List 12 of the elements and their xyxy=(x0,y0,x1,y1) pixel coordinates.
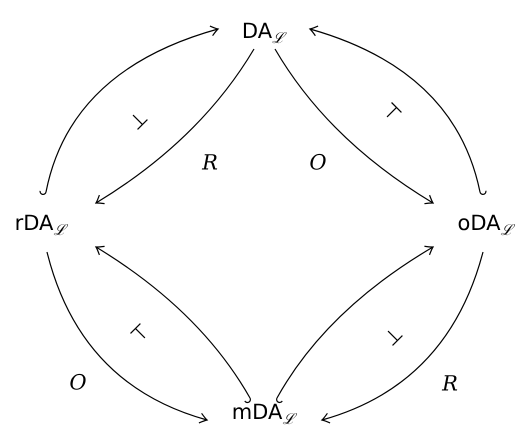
edge-label: O xyxy=(309,152,327,174)
edge-label: O xyxy=(69,372,87,394)
edge-label: R xyxy=(442,374,458,394)
adjunction-symbol: ⊤ xyxy=(378,98,406,126)
object-label: oDA$_{ℒ}$ xyxy=(458,210,512,240)
adjunction-symbol: ⊤ xyxy=(126,320,154,346)
object-label: rDA$_{ℒ}$ xyxy=(14,210,66,240)
object-label: mDA$_{ℒ}$ xyxy=(232,400,294,428)
edge-label: R xyxy=(202,152,218,174)
adjunction-symbol: ⊥ xyxy=(124,106,152,134)
adjunction-symbol: ⊥ xyxy=(380,322,406,350)
object-label: DA$_{ℒ}$ xyxy=(242,18,284,48)
